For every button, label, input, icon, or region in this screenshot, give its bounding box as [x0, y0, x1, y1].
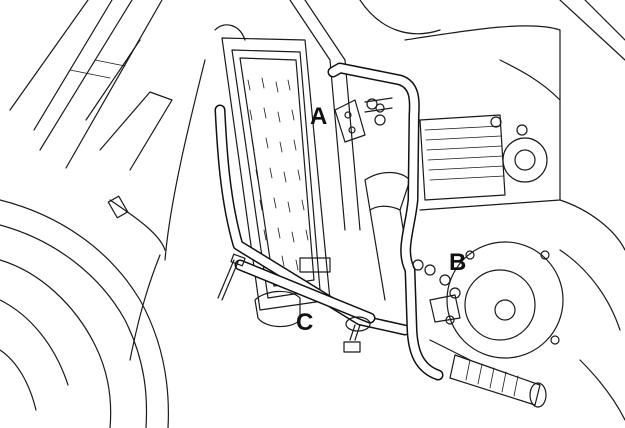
mount-plate-a: [334, 97, 393, 143]
crash-bar: [214, 62, 444, 381]
crankcase-cover: [445, 241, 625, 421]
callout-a: A: [310, 103, 327, 130]
mount-bolts-b: [412, 259, 461, 323]
mount-bolts-c: [217, 253, 371, 353]
frame: [289, 0, 361, 231]
front-wheel: [0, 199, 169, 428]
front-fork: [9, 0, 173, 171]
footpeg: [429, 339, 547, 408]
cable: [107, 59, 206, 361]
callout-c: C: [296, 309, 313, 336]
callout-b: B: [449, 249, 466, 276]
radiator: [214, 24, 331, 311]
engine-cylinder: [359, 0, 625, 251]
